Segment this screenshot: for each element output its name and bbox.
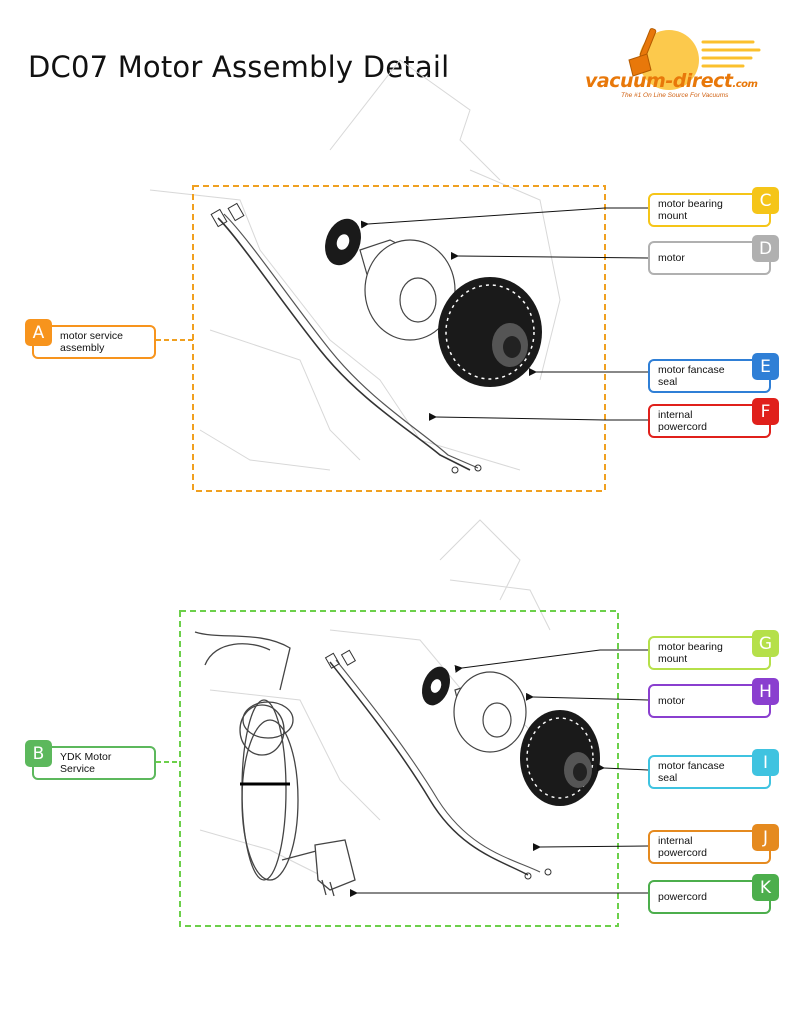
internal-powercord-top — [210, 202, 482, 474]
callout-k-label: powercord — [658, 890, 708, 903]
callout-e[interactable]: motor fancase seal — [648, 359, 771, 393]
badge-f: F — [752, 398, 779, 425]
external-powercord-coil — [194, 631, 356, 897]
callout-c[interactable]: motor bearing mount — [648, 193, 771, 227]
callout-g-label: motor bearing mount — [658, 640, 723, 666]
motor-bottom — [453, 671, 527, 753]
callout-k[interactable]: powercord — [648, 880, 771, 914]
badge-b: B — [25, 740, 52, 767]
badge-a: A — [25, 319, 52, 346]
callout-b-label: YDK Motor Service — [60, 750, 112, 776]
leader-f — [428, 412, 648, 421]
callout-c-label: motor bearing mount — [658, 197, 723, 223]
badge-d: D — [752, 235, 779, 262]
badge-g: G — [752, 630, 779, 657]
page-title: DC07 Motor Assembly Detail — [28, 50, 450, 84]
motor-bearing-mount-top — [325, 218, 361, 266]
badge-h: H — [752, 678, 779, 705]
logo-tagline: The #1 On Line Source For Vacuums — [621, 92, 729, 99]
logo-brand-name: vacuum-direct — [585, 70, 733, 92]
leader-c — [360, 207, 648, 229]
badge-j: J — [752, 824, 779, 851]
callout-f-label: internal powercord — [658, 408, 708, 434]
callout-i-label: motor fancase seal — [658, 759, 725, 785]
callout-d-label: motor — [658, 251, 685, 264]
callout-e-label: motor fancase seal — [658, 363, 725, 389]
motor-top — [359, 239, 456, 341]
leader-h — [525, 692, 649, 701]
callout-b[interactable]: YDK Motor Service — [32, 746, 156, 780]
leader-lines — [350, 207, 649, 897]
motor-fancase-seal-bottom — [520, 710, 600, 806]
callout-a[interactable]: motor service assembly — [32, 325, 156, 359]
background-housing-sketch — [149, 59, 561, 881]
vacuum-direct-logo[interactable]: vacuum-direct.com The #1 On Line Source … — [583, 26, 783, 106]
leader-i — [596, 763, 649, 772]
motor-fancase-seal-top — [438, 277, 542, 387]
leader-j — [532, 843, 649, 852]
callout-d[interactable]: motor — [648, 241, 771, 275]
callout-f[interactable]: internal powercord — [648, 404, 771, 438]
badge-e: E — [752, 353, 779, 380]
callout-j[interactable]: internal powercord — [648, 830, 771, 864]
logo-graphic — [628, 28, 761, 90]
callout-a-label: motor service assembly — [60, 329, 124, 355]
motor-service-assembly-frame — [192, 185, 606, 492]
leader-g — [454, 649, 648, 673]
callout-g[interactable]: motor bearing mount — [648, 636, 771, 670]
badge-i: I — [752, 749, 779, 776]
callout-h-label: motor — [658, 694, 685, 707]
motor-bearing-mount-bottom — [421, 666, 451, 706]
internal-powercord-bottom — [324, 649, 552, 880]
callout-j-label: internal powercord — [658, 834, 708, 860]
badge-k: K — [752, 874, 779, 901]
leader-d — [450, 251, 649, 260]
badge-c: C — [752, 187, 779, 214]
logo-suffix: .com — [732, 79, 758, 90]
logo-brand: vacuum-direct.com — [585, 70, 758, 92]
